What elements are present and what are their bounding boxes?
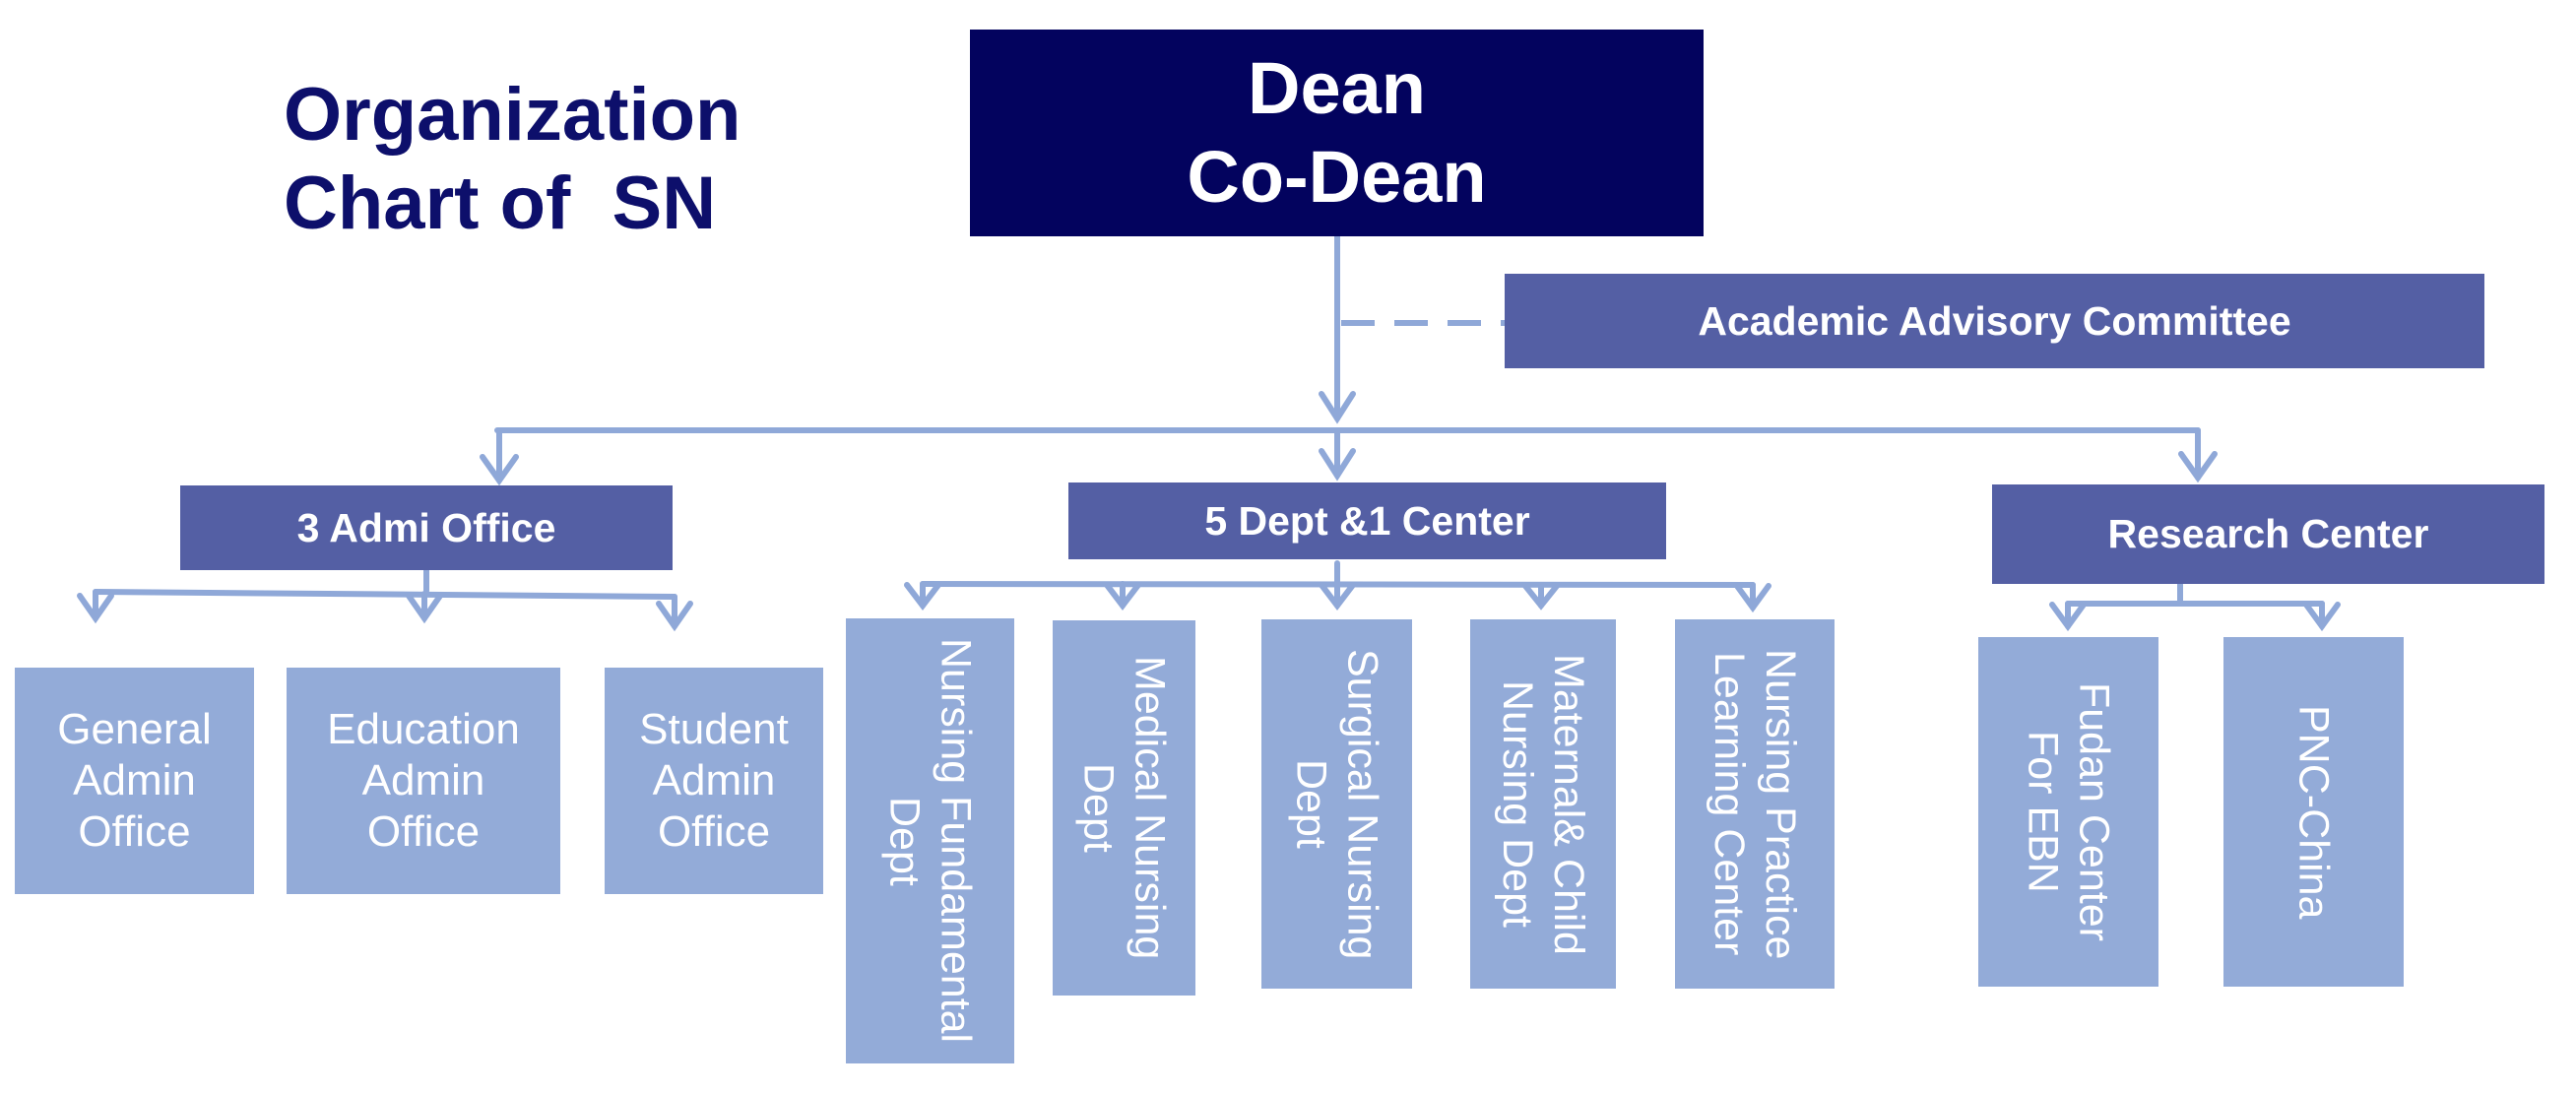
admin-drop-arrow — [480, 454, 519, 486]
nursing-practice-learning-center-label: Nursing Practice Learning Center — [1706, 648, 1804, 960]
chart-title: Organization Chart of SN — [284, 71, 741, 248]
education-admin-office-box: Education Admin Office — [287, 668, 560, 894]
research-center-group-label: Research Center — [2107, 511, 2429, 556]
admin-sub-bus-line — [93, 589, 677, 600]
research-center-group-box: Research Center — [1992, 484, 2544, 584]
dean-stem-arrow — [1319, 391, 1356, 424]
nursing-fundamental-dept-label: Nursing Fundamental Dept — [880, 638, 980, 1044]
maternal-child-nursing-dept-label: Maternal& Child Nursing Dept — [1494, 653, 1592, 955]
student-admin-office-box: Student Admin Office — [605, 668, 823, 894]
fudan-center-ebn-box: Fudan Center For EBN — [1978, 637, 2158, 987]
chart-title-line2: Chart of SN — [284, 161, 717, 245]
advisory-committee-box: Academic Advisory Committee — [1505, 274, 2484, 368]
student-admin-office-label: Student Admin Office — [639, 705, 789, 856]
admin-office-group-box: 3 Admi Office — [180, 485, 673, 570]
advisory-committee-label: Academic Advisory Committee — [1698, 297, 2291, 344]
maternal-child-nursing-dept-box: Maternal& Child Nursing Dept — [1470, 619, 1616, 989]
dean-label: Dean — [1248, 47, 1426, 129]
nursing-fundamental-dept-box: Nursing Fundamental Dept — [846, 618, 1014, 1063]
dept-drop-arrow — [1319, 448, 1356, 482]
admin-office-group-label: 3 Admi Office — [296, 504, 556, 550]
nursing-practice-learning-center-box: Nursing Practice Learning Center — [1675, 619, 1835, 989]
surgical-nursing-dept-box: Surgical Nursing Dept — [1261, 619, 1412, 989]
dept-center-group-box: 5 Dept &1 Center — [1068, 482, 1666, 559]
chart-title-line1: Organization — [284, 73, 741, 157]
dean-box: Dean Co-Dean — [970, 30, 1704, 236]
medical-nursing-dept-box: Medical Nursing Dept — [1053, 620, 1195, 996]
medical-nursing-dept-label: Medical Nursing Dept — [1074, 656, 1174, 960]
research-drop-arrow — [2178, 451, 2218, 483]
pnc-china-box: PNC-China — [2223, 637, 2404, 987]
pnc-china-label: PNC-China — [2289, 704, 2338, 920]
general-admin-office-label: General Admin Office — [57, 705, 212, 856]
fudan-center-ebn-label: Fudan Center For EBN — [2019, 682, 2118, 941]
surgical-nursing-dept-label: Surgical Nursing Dept — [1287, 648, 1386, 960]
education-admin-office-label: Education Admin Office — [327, 705, 520, 856]
general-admin-office-box: General Admin Office — [15, 668, 254, 894]
dept-center-group-label: 5 Dept &1 Center — [1204, 497, 1530, 544]
co-dean-label: Co-Dean — [1187, 136, 1487, 218]
